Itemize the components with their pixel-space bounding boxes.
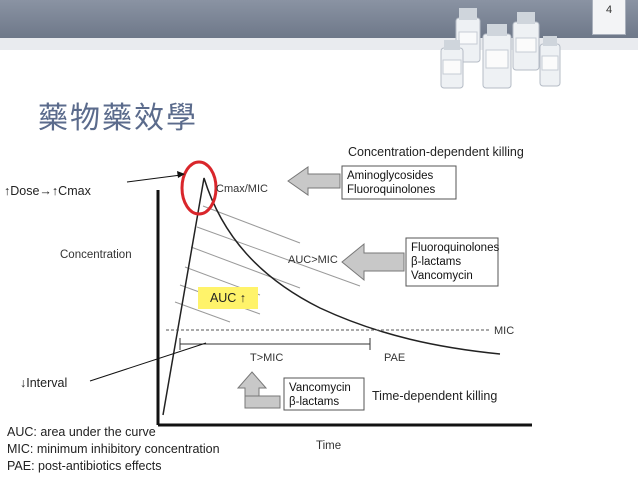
time-dependent-drug-box	[283, 377, 365, 411]
legend-mic: MIC: minimum inhibitory concentration	[7, 442, 220, 456]
drug-fluoroquinolones: Fluoroquinolones	[347, 184, 435, 196]
auc-dependent-arrow-icon	[341, 242, 405, 282]
y-axis-label: Concentration	[60, 249, 132, 261]
page-title: 藥物藥效學	[38, 101, 198, 136]
abbreviation-legend: AUC: area under the curve MIC: minimum i…	[7, 424, 220, 475]
cmax-highlight-circle	[180, 160, 218, 216]
legend-auc: AUC: area under the curve	[7, 425, 156, 439]
dose-cmax-label: ↑Dose→↑Cmax	[4, 184, 91, 198]
pae-label: PAE	[384, 352, 405, 364]
page-number: 4	[605, 4, 613, 16]
drug-vancomycin-2: Vancomycin	[289, 382, 351, 394]
legend-pae: PAE: post-antibiotics effects	[7, 459, 162, 473]
auc-highlight-box: AUC ↑	[198, 287, 258, 309]
conc-dependent-drug-box	[341, 165, 457, 200]
concentration-dependent-label: Concentration-dependent killing	[348, 145, 524, 159]
conc-dependent-arrow-icon	[287, 166, 341, 196]
auc-dependent-drug-box	[405, 237, 499, 287]
interval-label: ↓Interval	[20, 376, 68, 390]
dose-pointer-arrowhead	[177, 171, 185, 178]
t-mic-bracket	[179, 338, 371, 350]
drug-aminoglycosides: Aminoglycosides	[347, 170, 434, 182]
dose-pointer-arrow	[126, 174, 182, 183]
auc-mic-label: AUC>MIC	[288, 254, 338, 266]
interval-pointer-line	[89, 342, 207, 382]
cmax-label: Cmax/MIC	[216, 183, 268, 195]
time-dependent-arrow-stem	[244, 395, 281, 409]
time-dependent-label: Time-dependent killing	[372, 389, 498, 403]
drug-beta-lactams: β-lactams	[411, 256, 461, 268]
page-number-box: 4	[592, 0, 626, 35]
concentration-curve	[162, 177, 501, 416]
drug-beta-lactams-2: β-lactams	[289, 396, 339, 408]
drug-fluoroquinolones-2: Fluoroquinolones	[411, 242, 499, 254]
t-mic-label: T>MIC	[250, 352, 283, 364]
x-axis-label: Time	[316, 440, 341, 452]
drug-vancomycin: Vancomycin	[411, 270, 473, 282]
mic-label: MIC	[494, 325, 514, 337]
